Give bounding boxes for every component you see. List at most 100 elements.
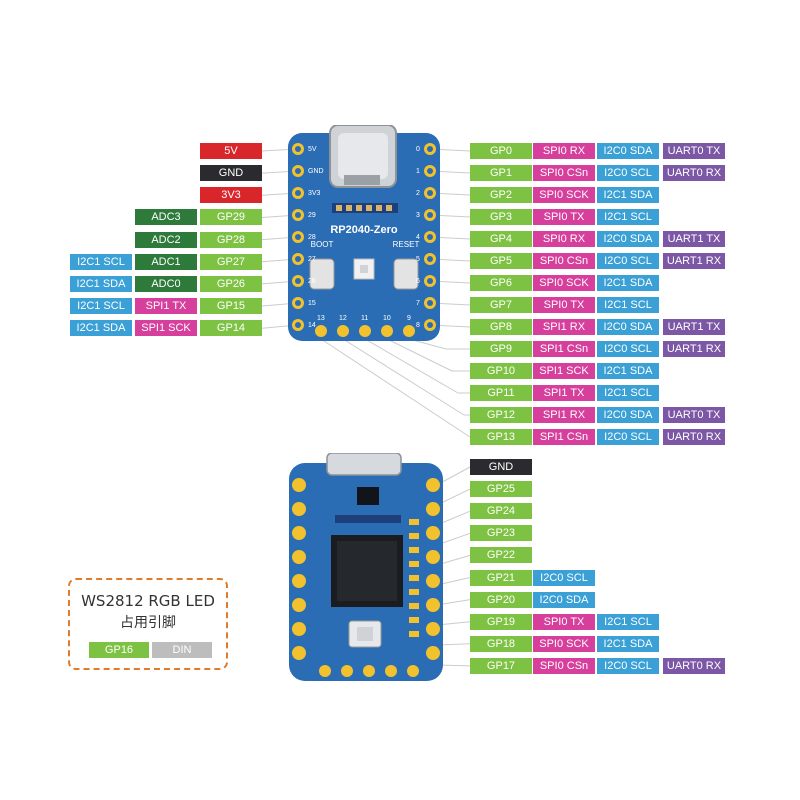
i2c-tag: I2C1 SCL [597,613,659,630]
pin-number: 3 [416,212,420,219]
gp-tag: GP27 [200,253,262,270]
pin-number: 28 [308,234,316,241]
connector-line [386,338,453,372]
i2c-tag: I2C0 SDA [597,231,659,247]
spi-tag: SPI0 SCK [533,187,595,203]
spi-tag: SPI1 RX [533,319,595,335]
gp-tag: GP12 [470,407,532,423]
boot-button [309,258,335,290]
pin-number: 8 [416,322,420,329]
adc-tag: ADC0 [135,275,197,292]
i2c-tag: I2C1 SDA [597,275,659,291]
gp-tag: GP8 [470,319,532,335]
gp-tag: GP22 [470,547,532,564]
pin-number: 13 [317,315,325,322]
pin-number: 12 [339,315,347,322]
uart-tag: UART0 RX [663,657,725,674]
pin-number: 0 [416,146,420,153]
pin-number: 14 [308,322,316,329]
i2c-tag: I2C0 SCL [597,657,659,674]
legend-din-tag: DIN [152,642,212,658]
spi-tag: SPI1 TX [135,298,197,315]
uart-tag: UART0 RX [663,429,725,445]
i2c-tag: I2C1 SDA [70,320,132,337]
rp2040-zero-bottom-board [289,453,443,681]
i2c-tag: I2C1 SDA [597,363,659,379]
gp-tag: GP23 [470,525,532,542]
pin-number: 27 [308,256,316,263]
uart-tag: UART1 TX [663,319,725,335]
gp-tag: GP3 [470,209,532,225]
gp-tag: GP17 [470,657,532,674]
spi-tag: SPI1 TX [533,385,595,401]
gp-tag: GP9 [470,341,532,357]
gp-tag: GP20 [470,591,532,608]
spi-tag: SPI0 RX [533,231,595,247]
pwr-tag: 5V [200,143,262,159]
pwr-tag: 3V3 [200,187,262,204]
pin-number: 9 [407,315,411,322]
uart-tag: UART0 TX [663,143,725,159]
gnd-tag: GND [200,165,262,182]
uart-tag: UART0 TX [663,407,725,423]
gnd-tag: GND [470,459,532,475]
gp-tag: GP28 [200,231,262,248]
spi-tag: SPI1 SCK [533,363,595,379]
spi-tag: SPI0 RX [533,143,595,159]
i2c-tag: I2C1 SCL [597,385,659,401]
i2c-tag: I2C0 SCL [533,569,595,586]
spi-tag: SPI0 TX [533,613,595,630]
connector-line [320,338,471,438]
pin-number: 3V3 [308,190,321,197]
pin-number: 15 [308,300,316,307]
spi-tag: SPI0 CSn [533,657,595,674]
gp-tag: GP10 [470,363,532,379]
spi-tag: SPI0 TX [533,209,595,225]
gp-tag: GP6 [470,275,532,291]
connector-line [342,338,465,416]
i2c-tag: I2C1 SCL [70,253,132,270]
spi-tag: SPI0 TX [533,297,595,313]
i2c-tag: I2C1 SDA [597,187,659,203]
i2c-tag: I2C0 SDA [533,591,595,608]
gp-tag: GP18 [470,635,532,652]
gp-tag: GP2 [470,187,532,203]
pin-number: 1 [416,168,420,175]
i2c-tag: I2C1 SCL [597,297,659,313]
spi-tag: SPI1 CSn [533,341,595,357]
gp-tag: GP0 [470,143,532,159]
pin-number: 5 [416,256,420,263]
rp2040-zero-top-board: RP2040-Zero BOOT RESET 5V GND 3V3 29 28 … [288,125,440,341]
pin-number: 10 [383,315,391,322]
pin-number: 11 [361,315,368,322]
i2c-tag: I2C1 SDA [70,275,132,292]
adc-tag: ADC2 [135,231,197,248]
spi-tag: SPI0 CSn [533,165,595,181]
gp-tag: GP24 [470,503,532,520]
i2c-tag: I2C0 SCL [597,429,659,445]
uart-tag: UART1 RX [663,253,725,269]
gp-tag: GP26 [200,275,262,292]
reset-button [393,258,419,290]
spi-tag: SPI0 CSn [533,253,595,269]
i2c-tag: I2C0 SDA [597,143,659,159]
pin-number: 26 [308,278,316,285]
gp-tag: GP25 [470,481,532,498]
gp-tag: GP13 [470,429,532,445]
gp-tag: GP19 [470,613,532,630]
board-name: RP2040-Zero [330,224,398,236]
boot-label: BOOT [311,240,334,249]
uart-tag: UART1 TX [663,231,725,247]
gp-tag: GP14 [200,320,262,337]
spi-tag: SPI1 CSn [533,429,595,445]
legend-title: WS2812 RGB LED [81,592,215,610]
pin-number: 5V [308,146,317,153]
ws2812-legend: WS2812 RGB LED 占用引脚 GP16 DIN [68,578,228,670]
gp-tag: GP7 [470,297,532,313]
spi-tag: SPI0 SCK [533,635,595,652]
i2c-tag: I2C0 SDA [597,319,659,335]
spi-tag: SPI1 RX [533,407,595,423]
i2c-tag: I2C1 SDA [597,635,659,652]
pin-number: GND [308,168,324,175]
gp-tag: GP4 [470,231,532,247]
